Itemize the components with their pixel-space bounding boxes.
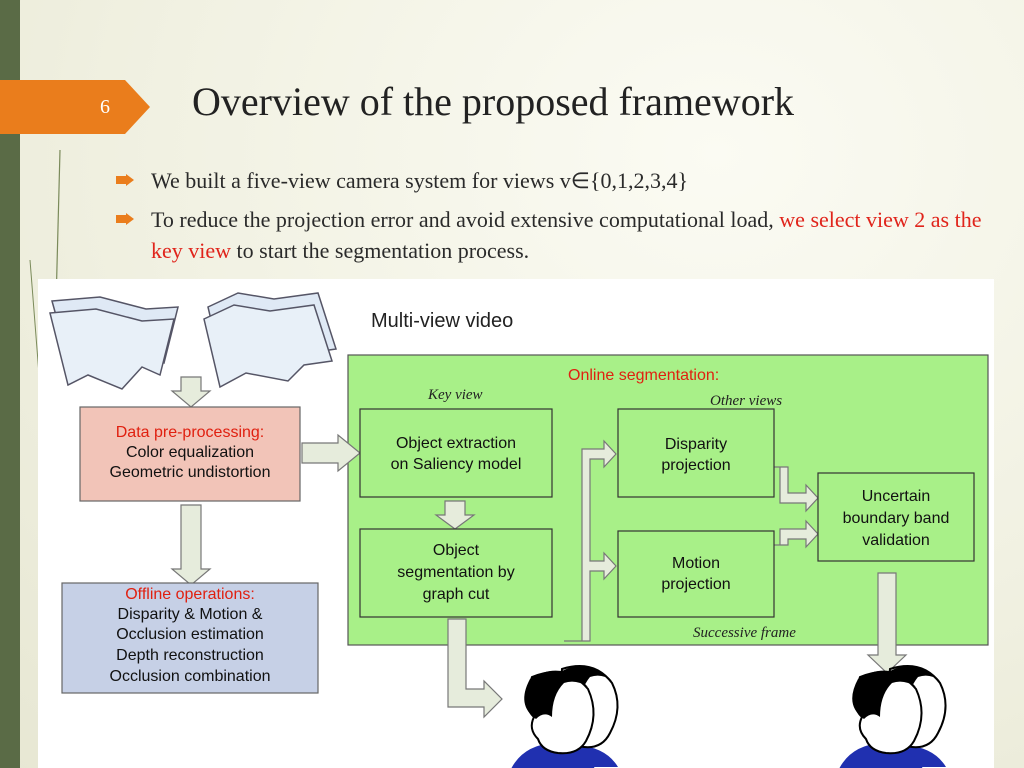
uncertain-line: boundary band [843,510,950,527]
sidebar-bar [0,0,20,768]
object-extraction-box [359,408,553,498]
bullet-item: To reduce the projection error and avoid… [116,204,1006,266]
object-extraction-line: on Saliency model [391,456,522,473]
preprocess-title: Data pre-processing: [116,424,265,441]
disparity-line: Disparity [665,436,727,453]
flow-arrows [170,376,908,719]
multi-view-label: Multi-view video [371,310,513,332]
preprocess-line: Geometric undistortion [110,464,271,481]
camera-view-sheets-icon [49,292,337,390]
slide-number-badge [0,80,150,134]
offline-line: Depth reconstruction [116,647,264,664]
motion-box [617,530,775,618]
offline-line: Disparity & Motion & [118,606,263,623]
arrow-bullet-icon [116,174,134,186]
uncertain-line: Uncertain [862,488,930,505]
preprocess-line: Color equalization [126,444,254,461]
disparity-line: projection [661,457,730,474]
bullet-item: We built a five-view camera system for v… [116,165,1006,196]
bullet-text: We built a five-view camera system for v… [151,168,689,193]
uncertain-line: validation [862,532,930,549]
object-segmentation-line: graph cut [423,586,490,603]
key-view-label: Key view [427,387,483,403]
motion-line: Motion [672,555,720,572]
bullet-text-end: to start the segmentation process. [231,238,530,263]
bullet-highlight: we select view 2 as the key view [151,207,982,263]
online-segmentation-label: Online segmentation: [568,367,719,384]
offline-line: Occlusion combination [110,668,271,685]
bullet-list: We built a five-view camera system for v… [116,165,1006,274]
arrow-bullet-icon [116,213,134,225]
user-heads-icon [511,665,619,768]
successive-frame-label: Successive frame [693,625,796,641]
object-segmentation-line: Object [433,542,480,559]
preprocess-box [79,406,301,502]
object-segmentation-line: segmentation by [397,564,514,581]
motion-line: projection [661,576,730,593]
disparity-box [617,408,775,498]
bullet-text: To reduce the projection error and avoid… [151,207,780,232]
offline-box [61,582,319,694]
object-segmentation-box [359,528,553,618]
slide-number: 6 [100,96,110,118]
user-heads-icon [839,665,947,768]
uncertain-box [817,472,975,562]
framework-diagram: Multi-view video Online segmentation: Ke… [38,279,994,768]
object-extraction-line: Object extraction [396,435,516,452]
offline-title: Offline operations: [125,586,255,603]
other-views-label: Other views [710,393,782,409]
offline-line: Occlusion estimation [116,626,264,643]
slide-title: Overview of the proposed framework [192,79,795,124]
